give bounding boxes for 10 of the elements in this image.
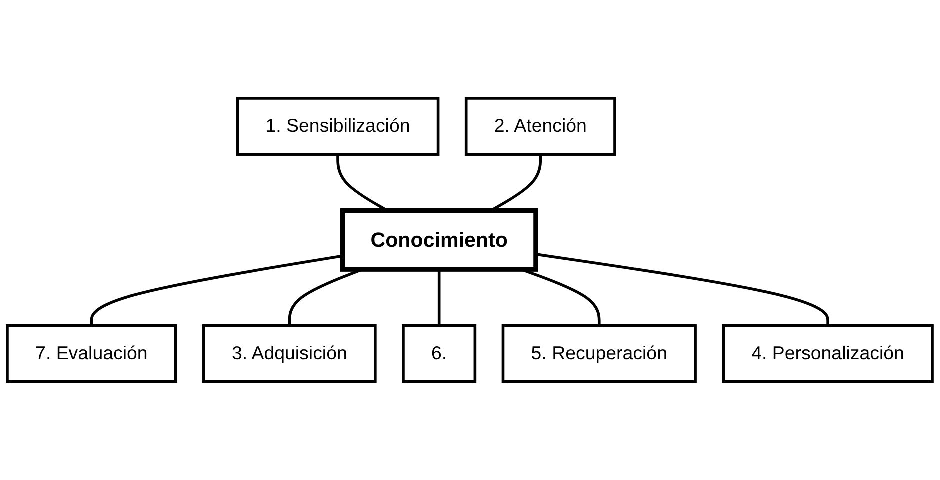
node-box: 4. Personalización (722, 324, 934, 384)
node-box: 5. Recuperación (502, 324, 697, 384)
node-box: 1. Sensibilización (236, 96, 440, 156)
node-box: 6. (402, 324, 477, 384)
node-box: Conocimiento (340, 208, 538, 272)
node-box: 3. Adquisición (202, 324, 377, 384)
connector (438, 269, 441, 326)
node-box: 2. Atención (464, 96, 616, 156)
connector (90, 254, 343, 326)
node-box: 7. Evaluación (6, 324, 178, 384)
